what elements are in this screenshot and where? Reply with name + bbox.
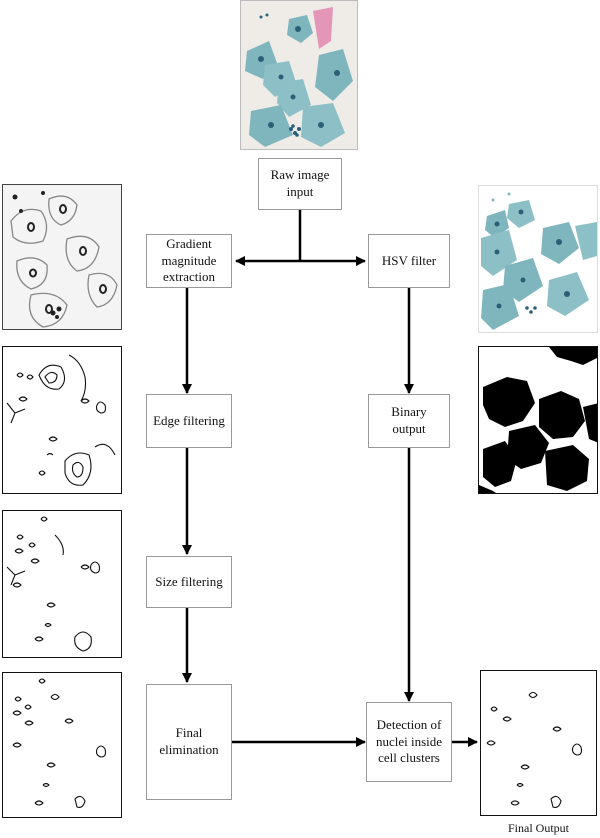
- node-final-elimination: Final elimination: [146, 684, 232, 800]
- node-binary-output: Binary output: [368, 394, 450, 448]
- node-size-filtering: Size filtering: [146, 556, 232, 608]
- size-filtering-image: [2, 510, 122, 658]
- node-gradient-magnitude-extraction: Gradient magnitude extraction: [146, 234, 232, 288]
- edge-filtering-image: [2, 346, 122, 494]
- final-output-image: [480, 670, 597, 816]
- final-output-caption: Final Output: [508, 821, 570, 835]
- raw-microscope-image: [240, 0, 358, 150]
- gradient-magnitude-image: [2, 184, 122, 330]
- final-elimination-image: [2, 672, 122, 818]
- node-edge-filtering: Edge filtering: [146, 394, 232, 448]
- hsv-filter-image: [478, 185, 598, 333]
- node-detection-nuclei: Detection of nuclei inside cell clusters: [366, 702, 452, 782]
- binary-output-image: [478, 346, 598, 494]
- node-hsv-filter: HSV filter: [368, 234, 450, 288]
- node-raw-image-input: Raw image input: [258, 158, 342, 210]
